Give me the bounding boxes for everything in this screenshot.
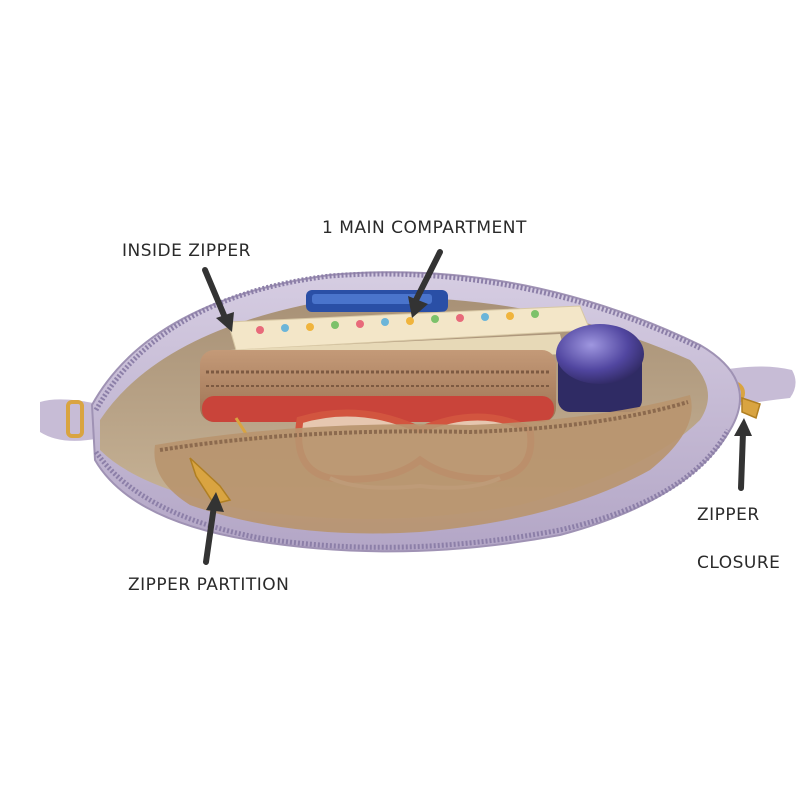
arrow-zipper-closure: [734, 418, 752, 491]
partition-panel: [154, 395, 692, 534]
label-main-compartment: 1 MAIN COMPARTMENT: [322, 218, 527, 238]
closure-zipper-pull: [741, 396, 761, 420]
label-zipper-partition: ZIPPER PARTITION: [128, 575, 290, 595]
label-closure: CLOSURE: [697, 553, 781, 573]
left-strap: [40, 399, 100, 441]
partition-zipper-pull: [189, 457, 232, 505]
purple-jar: [556, 324, 644, 412]
arrow-main-compartment: [408, 249, 443, 318]
arrow-zipper-partition: [203, 492, 224, 565]
label-inside-zipper: INSIDE ZIPPER: [122, 241, 251, 261]
arrow-inside-zipper: [202, 267, 234, 332]
main-zipper-track: [93, 271, 702, 412]
label-zipper: ZIPPER: [697, 505, 760, 525]
